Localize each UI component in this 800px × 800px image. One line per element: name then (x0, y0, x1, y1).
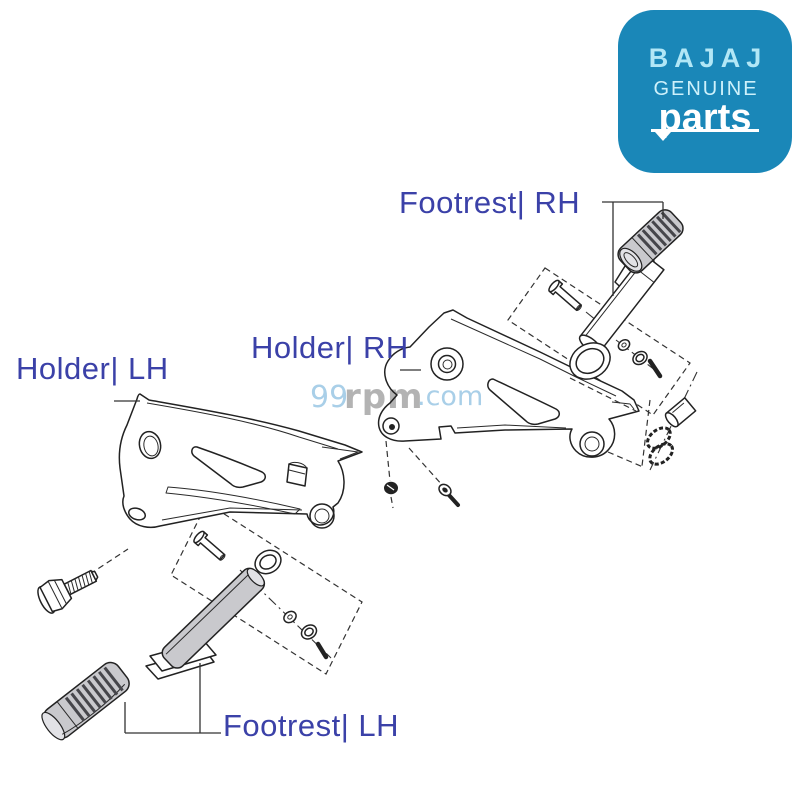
logo-genuine-text: GENUINE (653, 78, 759, 100)
logo-brand-text: BAJAJ (648, 43, 768, 73)
label-holder-rh: Holder| RH (251, 330, 409, 365)
o-ring-lh (254, 549, 282, 575)
holder-bracket-lh (118, 393, 363, 529)
bajaj-genuine-parts-logo: BAJAJ GENUINE parts (618, 10, 792, 173)
logo-arrow-icon (655, 132, 671, 141)
watermark-rpm: rpm (344, 377, 424, 417)
label-holder-lh: Holder| LH (16, 351, 169, 386)
logo-underline (651, 129, 759, 132)
retainer-pin-lh (315, 641, 329, 660)
spring-washer-rh (645, 426, 675, 466)
washer-small-lh (283, 610, 297, 624)
label-leader-lines (114, 201, 664, 734)
mounting-screw-1 (384, 481, 398, 495)
washer-large-rh (632, 350, 648, 366)
footrest-arm-rh (578, 246, 665, 354)
retainer-pin-rh (647, 358, 663, 379)
watermark-com: .com (417, 381, 483, 412)
clevis-pin-rh (548, 279, 582, 312)
label-footrest-lh: Footrest| LH (223, 708, 400, 743)
exploded-box-rh (507, 267, 691, 416)
watermark-99: 99 (310, 380, 348, 415)
screw-leader-lines (385, 440, 444, 509)
label-footrest-rh: Footrest| RH (399, 185, 581, 220)
mounting-screw-2 (438, 483, 460, 507)
washer-large-lh (300, 624, 318, 640)
o-ring-rh (569, 342, 611, 380)
watermark: 99 rpm .com (310, 377, 483, 417)
holder-bracket-rh (377, 309, 640, 458)
footrest-rubber-rh (617, 209, 684, 274)
bush-rh (664, 397, 697, 428)
washer-small-rh (617, 339, 631, 351)
footrest-arm-lh (161, 567, 266, 669)
exploded-box-lh (170, 502, 363, 675)
hex-flange-bolt (37, 569, 99, 614)
footrest-rubber-lh (41, 661, 130, 741)
clevis-pin-lh (193, 530, 226, 561)
